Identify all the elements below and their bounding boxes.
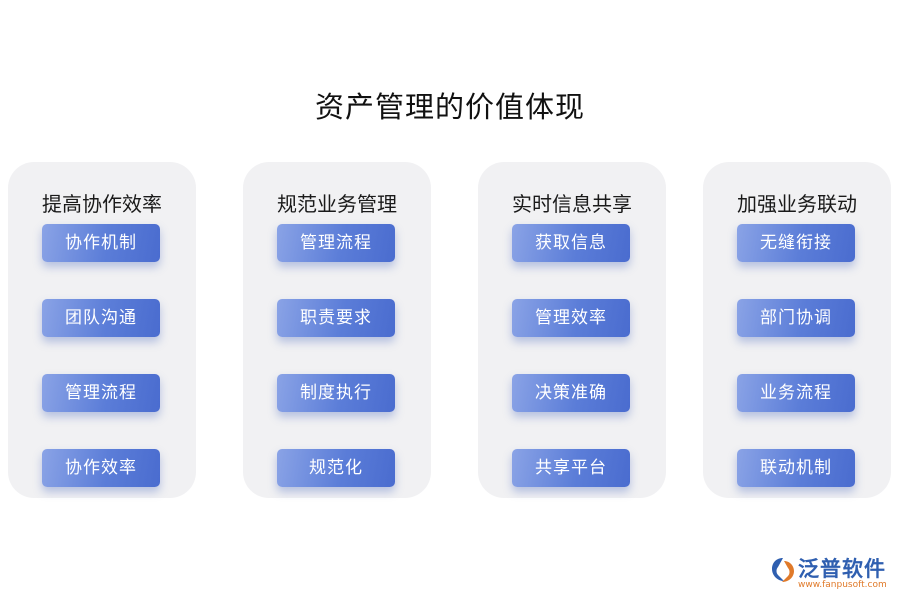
item-pill: 决策准确 — [512, 374, 630, 412]
item-pill: 获取信息 — [512, 224, 630, 262]
item-pill: 管理流程 — [277, 224, 395, 262]
item-pill: 无缝衔接 — [737, 224, 855, 262]
column-heading: 加强业务联动 — [737, 192, 857, 216]
value-column-sharing: 实时信息共享 获取信息 管理效率 决策准确 共享平台 — [478, 162, 666, 498]
value-column-collaboration: 提高协作效率 协作机制 团队沟通 管理流程 协作效率 — [8, 162, 196, 498]
item-pill: 部门协调 — [737, 299, 855, 337]
item-pill: 团队沟通 — [42, 299, 160, 337]
column-heading: 规范业务管理 — [277, 192, 397, 216]
item-pill: 制度执行 — [277, 374, 395, 412]
item-pill: 共享平台 — [512, 449, 630, 487]
item-pill: 联动机制 — [737, 449, 855, 487]
item-pill: 职责要求 — [277, 299, 395, 337]
item-pill: 规范化 — [277, 449, 395, 487]
item-pill: 管理效率 — [512, 299, 630, 337]
value-column-standardize: 规范业务管理 管理流程 职责要求 制度执行 规范化 — [243, 162, 431, 498]
item-pill: 业务流程 — [737, 374, 855, 412]
page-title: 资产管理的价值体现 — [314, 90, 585, 124]
fanpu-logo-icon — [772, 558, 794, 582]
brand-logo: 泛普软件 www.fanpusoft.com — [768, 553, 894, 593]
item-pill: 管理流程 — [42, 374, 160, 412]
logo-url: www.fanpusoft.com — [798, 580, 887, 590]
item-pill: 协作效率 — [42, 449, 160, 487]
logo-name: 泛普软件 — [798, 557, 886, 581]
column-heading: 实时信息共享 — [512, 192, 632, 216]
column-heading: 提高协作效率 — [42, 192, 162, 216]
value-column-linkage: 加强业务联动 无缝衔接 部门协调 业务流程 联动机制 — [703, 162, 891, 498]
item-pill: 协作机制 — [42, 224, 160, 262]
